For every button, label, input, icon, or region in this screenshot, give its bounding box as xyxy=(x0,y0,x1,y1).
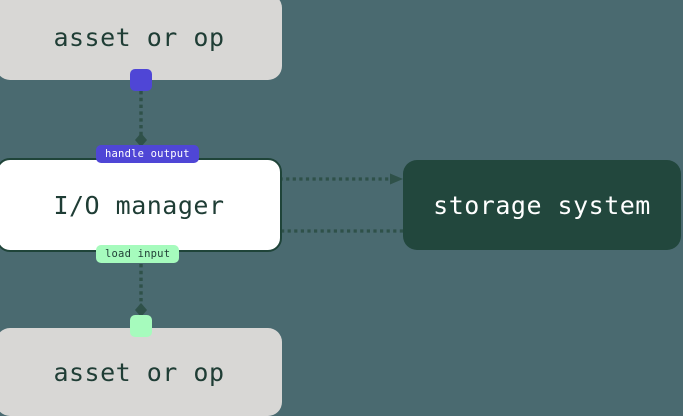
input-port-square[interactable] xyxy=(130,315,152,337)
node-asset-or-op-top[interactable]: asset or op xyxy=(0,0,282,80)
edge-label-handle-output[interactable]: handle output xyxy=(96,145,199,163)
output-port-square[interactable] xyxy=(130,69,152,91)
node-label: storage system xyxy=(433,190,651,220)
edge-label-text: load input xyxy=(105,248,171,260)
arrowhead-into-storage xyxy=(390,173,403,185)
diamond-arrowhead-handle-output xyxy=(135,133,147,147)
node-label: asset or op xyxy=(53,22,225,52)
node-label: I/O manager xyxy=(53,190,225,220)
node-label: asset or op xyxy=(53,357,225,387)
diamond-arrowhead-load-input xyxy=(135,303,147,317)
node-io-manager[interactable]: I/O manager xyxy=(0,158,282,252)
edge-label-text: handle output xyxy=(105,148,190,160)
node-asset-or-op-bottom[interactable]: asset or op xyxy=(0,328,282,416)
node-storage-system[interactable]: storage system xyxy=(403,160,681,250)
edge-label-load-input[interactable]: load input xyxy=(96,245,180,263)
